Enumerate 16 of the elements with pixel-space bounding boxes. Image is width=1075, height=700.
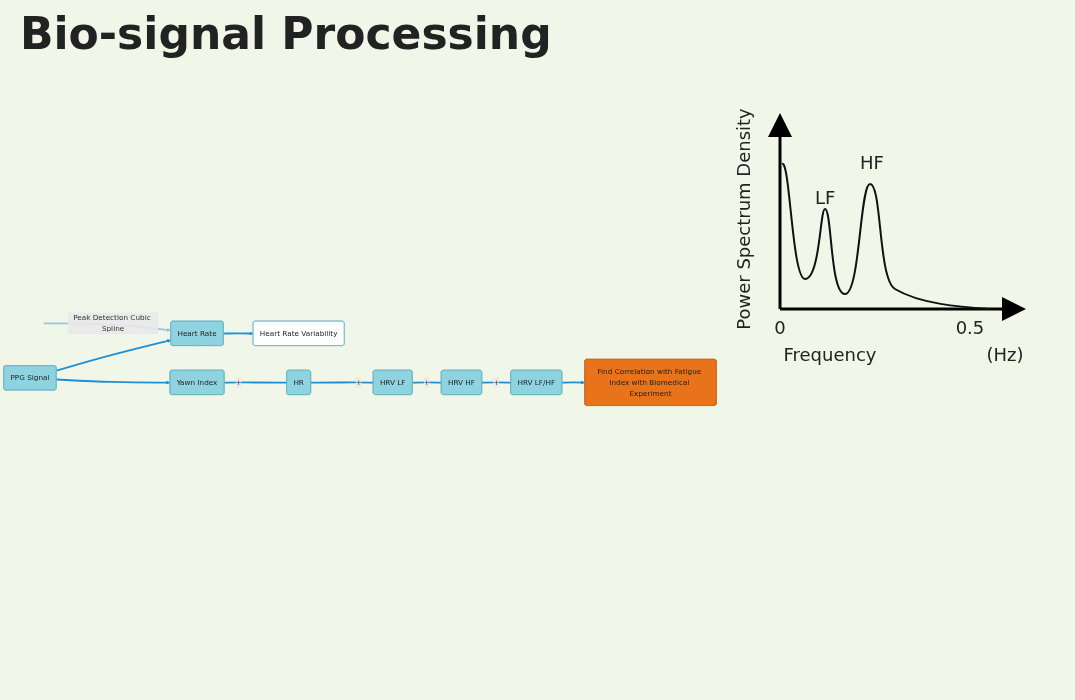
axis-label: Power Spectrum Density [733,108,754,330]
tick-label: 0.5 [955,317,985,338]
peak-label: LF [815,187,836,208]
connector [223,381,288,384]
connector [411,381,443,384]
connector [481,381,512,384]
arrow [55,339,171,372]
arrow [561,380,586,385]
tick-label: 0 [774,317,786,338]
title: Bio-signal Processing [20,8,553,59]
unit-label: (Hz) [986,344,1024,365]
arrow [222,331,254,336]
arrow [55,378,171,385]
axis-label: Frequency [783,344,877,365]
peak-label: HF [860,152,884,173]
connector [310,381,375,384]
